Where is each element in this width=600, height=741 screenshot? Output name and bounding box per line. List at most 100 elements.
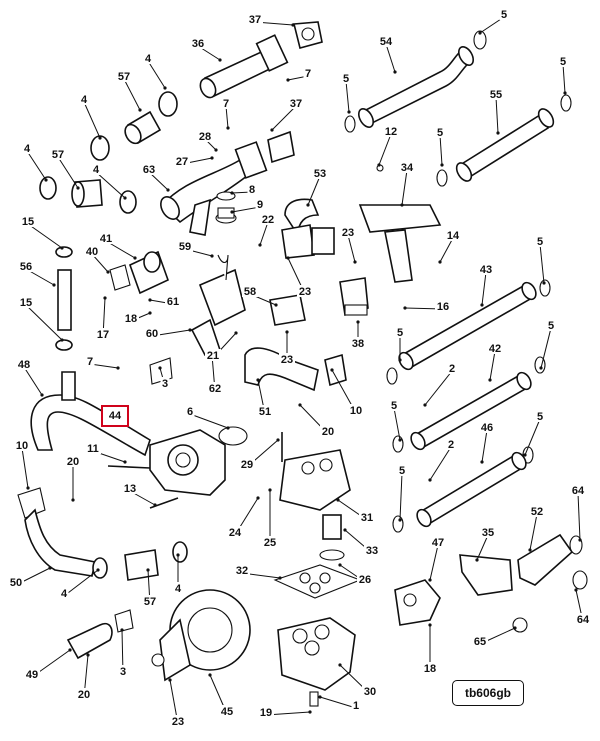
leader-line-c5g <box>540 327 552 369</box>
leader-end-c4d <box>123 196 127 200</box>
pipe-43 <box>398 281 537 371</box>
callout-c10b: 10 <box>16 440 28 452</box>
callout-bg-c32 <box>234 564 250 576</box>
leader-line-c4e <box>63 569 99 597</box>
callout-bg-c64a <box>570 484 586 496</box>
callout-bg-c30 <box>362 685 378 697</box>
housing-47 <box>394 579 441 626</box>
callout-c5g: 5 <box>548 320 554 332</box>
callout-c65: 65 <box>474 636 486 648</box>
callout-bg-c5e <box>535 235 545 247</box>
clamp-hose-top <box>90 91 178 161</box>
callout-c42: 42 <box>489 343 501 355</box>
callout-bg-c5a <box>499 8 509 20</box>
elbow-51 <box>149 347 347 392</box>
leader-line-c34 <box>401 169 408 206</box>
callout-c5i: 5 <box>537 411 543 423</box>
callout-bg-c16 <box>435 300 451 312</box>
callout-bg-c27 <box>174 155 190 167</box>
callout-bg-c5g <box>546 319 556 331</box>
callout-c5b: 5 <box>343 73 349 85</box>
callout-bg-c20a <box>320 425 336 437</box>
leader-end-c48 <box>40 393 44 397</box>
leader-end-c31 <box>336 498 340 502</box>
leader-line-c1 <box>319 696 357 709</box>
callout-bg-c1 <box>351 699 361 711</box>
callout-c55: 55 <box>490 89 502 101</box>
callout-c18b: 18 <box>424 663 436 675</box>
leader-line-c64a <box>577 492 581 541</box>
thermostat-33 <box>319 514 345 561</box>
callout-c5d: 5 <box>437 127 443 139</box>
callout-c8: 8 <box>249 184 255 196</box>
callout-bg-c4e <box>59 587 69 599</box>
leader-end-c5c <box>563 91 567 95</box>
callout-c9: 9 <box>257 199 263 211</box>
leader-line-c22 <box>259 221 269 246</box>
hose-50 <box>17 487 188 581</box>
leader-end-c58 <box>274 303 278 307</box>
callout-bg-c15a <box>20 215 36 227</box>
leader-end-c30 <box>338 663 342 667</box>
leader-end-c36 <box>218 58 222 62</box>
leader-line-c12 <box>378 133 392 166</box>
callout-bg-c5j <box>397 464 407 476</box>
callout-bg-c50 <box>8 576 24 588</box>
callout-bg-c4b <box>79 93 89 105</box>
callout-c33: 33 <box>366 545 378 557</box>
callout-c37b: 37 <box>290 98 302 110</box>
leader-end-c46 <box>480 460 484 464</box>
leader-line-c4a <box>147 60 166 89</box>
callout-bg-c4f <box>173 582 183 594</box>
leader-end-c64a <box>578 538 582 542</box>
callout-bg-c47 <box>430 536 446 548</box>
callout-c26: 26 <box>359 574 371 586</box>
callout-bg-c11 <box>85 442 101 454</box>
callout-bg-c65 <box>472 635 488 647</box>
leader-end-c4b <box>98 136 102 140</box>
leader-end-c28 <box>214 148 218 152</box>
callout-c15a: 15 <box>22 216 34 228</box>
callout-c20a: 20 <box>322 426 334 438</box>
callout-c30: 30 <box>364 686 376 698</box>
leader-end-c61 <box>148 298 152 302</box>
callout-c3b: 3 <box>120 666 126 678</box>
callout-c2b: 2 <box>448 439 454 451</box>
callout-bg-c23b <box>297 285 313 297</box>
callout-c47: 47 <box>432 537 444 549</box>
callout-c59: 59 <box>179 241 191 253</box>
leader-end-c5f <box>398 358 402 362</box>
leader-line-c5e <box>539 243 545 284</box>
callout-bg-c23a <box>340 226 356 238</box>
callout-bg-c53 <box>312 167 328 179</box>
elbow-52 <box>512 533 588 633</box>
leader-line-c7c <box>89 363 119 369</box>
pipe-55 <box>455 108 555 182</box>
leader-line-c15a <box>27 223 63 249</box>
leader-end-c47 <box>428 578 432 582</box>
turbo-45 <box>151 589 251 682</box>
callout-bg-c43 <box>478 263 494 275</box>
leader-end-c4e <box>96 568 100 572</box>
callout-bg-c56 <box>18 260 34 272</box>
leader-end-c20c <box>86 653 90 657</box>
leader-end-c40 <box>106 270 110 274</box>
leader-end-c60 <box>188 328 192 332</box>
callout-c32: 32 <box>236 565 248 577</box>
leader-end-c4f <box>176 553 180 557</box>
callout-bg-c5i <box>535 410 545 422</box>
pipe-42 <box>410 371 532 451</box>
callout-c23c: 23 <box>281 354 293 366</box>
leader-line-c37b <box>271 105 297 131</box>
leader-end-c7b <box>226 126 230 130</box>
leader-line-c10b <box>21 447 29 489</box>
leader-end-c5b <box>347 110 351 114</box>
callout-bg-c4a <box>143 52 153 64</box>
leader-end-c43 <box>480 303 484 307</box>
callout-bg-c13 <box>122 482 138 494</box>
callout-c34: 34 <box>401 162 414 174</box>
callout-bg-c57b <box>50 148 66 160</box>
callout-bg-c33 <box>364 544 380 556</box>
leader-end-c42 <box>488 378 492 382</box>
leader-end-c10a <box>330 368 334 372</box>
